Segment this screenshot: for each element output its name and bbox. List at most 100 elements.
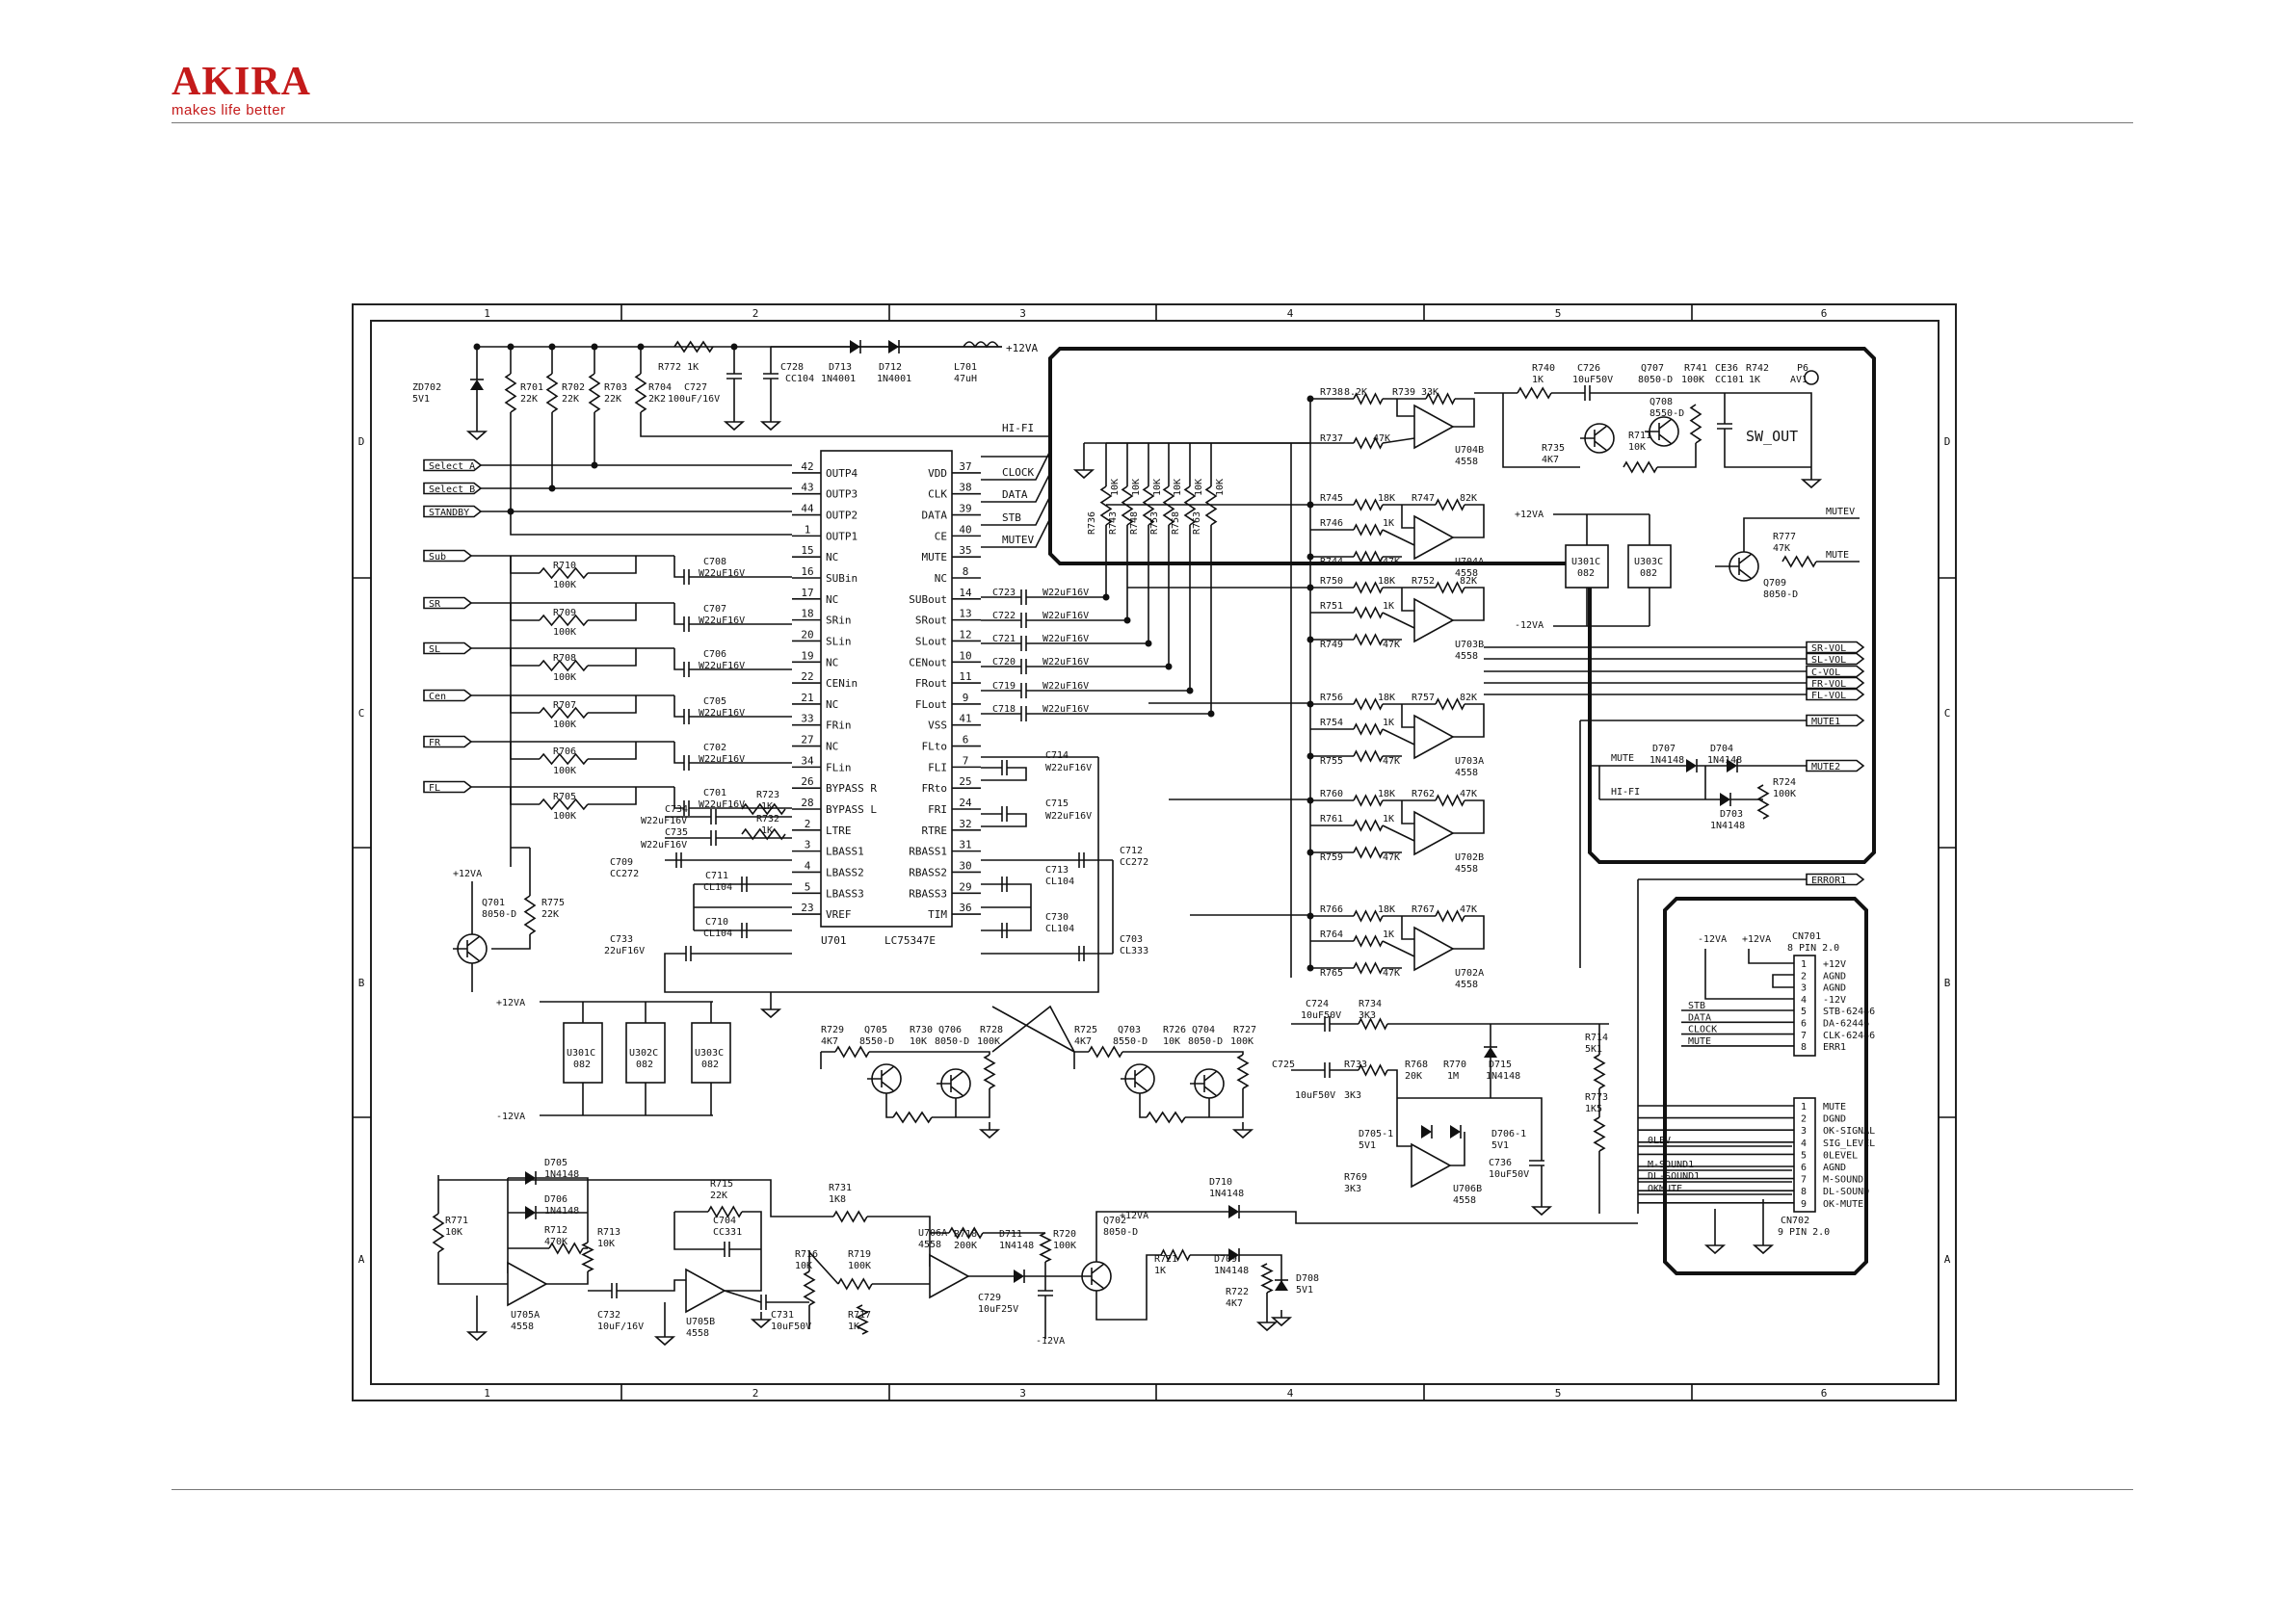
c735-val: W22uF16V bbox=[641, 840, 687, 851]
c727-val: 100uF/16V bbox=[668, 394, 720, 405]
opamp-ref: U702A bbox=[1455, 968, 1484, 979]
vertical-res-val: 10K bbox=[1131, 479, 1142, 496]
cn701-ref: CN701 bbox=[1792, 931, 1821, 942]
ic-pin-number: 23 bbox=[801, 902, 813, 914]
bottom-ref: R715 bbox=[710, 1179, 733, 1190]
res-val: 1K bbox=[1383, 718, 1394, 728]
c733-ref: C733 bbox=[610, 934, 633, 945]
resistor bbox=[1353, 550, 1384, 563]
input-res-val: 100K bbox=[553, 720, 576, 730]
r732-ref: R732 bbox=[756, 814, 779, 825]
resistor-r722 bbox=[1260, 1263, 1274, 1294]
ground-symbol bbox=[759, 1002, 782, 1019]
ic-pin-name: NC bbox=[826, 593, 838, 606]
trans-ref: Q703 bbox=[1118, 1025, 1141, 1035]
opamp-ref: U702B bbox=[1455, 852, 1484, 863]
ic-pin-number: 38 bbox=[959, 482, 971, 494]
ic-pin-name: SLin bbox=[826, 635, 852, 647]
resistor-r734 bbox=[1358, 1017, 1388, 1031]
input-cap-val: W22uF16V bbox=[699, 708, 745, 719]
ic-pin-number: 43 bbox=[801, 482, 813, 494]
trans-val: 10K bbox=[910, 1036, 927, 1047]
cn702-pin-number: 6 bbox=[1801, 1163, 1807, 1173]
bottom-ref: R722 bbox=[1226, 1287, 1249, 1297]
sw-val: 10K bbox=[1628, 442, 1646, 453]
audio-input-flag bbox=[423, 689, 473, 702]
cn702-desc: 9 PIN 2.0 bbox=[1778, 1227, 1830, 1238]
cap-c724 bbox=[1324, 1016, 1331, 1032]
d712-ref: D712 bbox=[879, 362, 902, 373]
top-res-val: 2K2 bbox=[648, 394, 666, 405]
top-res-ref: R701 bbox=[520, 382, 543, 393]
lvl-ref: R714 bbox=[1585, 1033, 1608, 1043]
signal-flag-text: FR bbox=[429, 738, 441, 748]
labels: ZD7025V1R70122KR70222KR70322KR7042K2C727… bbox=[412, 342, 1875, 1347]
d713-val: 1N4001 bbox=[821, 374, 856, 384]
bottom-val: 10K bbox=[445, 1227, 462, 1238]
control-net-label: DATA bbox=[1002, 488, 1028, 501]
ic-pin-name: VREF bbox=[826, 908, 852, 921]
cn701-pin-number: 3 bbox=[1801, 983, 1807, 994]
cn702-pin-number: 2 bbox=[1801, 1114, 1807, 1125]
cn702-pin-name: AGND bbox=[1823, 1163, 1846, 1173]
signal-flag-text: SL-VOL bbox=[1811, 655, 1846, 666]
wire bbox=[1310, 703, 1485, 757]
output-net-flag bbox=[1806, 759, 1865, 772]
net-label: HI-FI bbox=[1611, 787, 1640, 798]
ic-pin-number: 18 bbox=[801, 608, 813, 620]
ic-pin-number: 41 bbox=[959, 713, 971, 725]
ic-pin-number: 33 bbox=[801, 713, 813, 725]
res-ref: R767 bbox=[1412, 904, 1435, 915]
net-label: MUTE bbox=[1611, 753, 1634, 764]
res-ref: R760 bbox=[1320, 789, 1343, 799]
signal-flag-text: Select A bbox=[429, 461, 475, 472]
wire bbox=[981, 472, 1051, 503]
top-res-val: 22K bbox=[562, 394, 579, 405]
trans-val: 8050-D bbox=[1188, 1036, 1223, 1047]
bottom-val: 470K bbox=[544, 1237, 567, 1247]
input-capacitor bbox=[683, 800, 690, 816]
bottom-ref: D710 bbox=[1209, 1177, 1232, 1188]
res-ref: R756 bbox=[1320, 693, 1343, 703]
cn702-net-label: DL-SOUND1 bbox=[1648, 1171, 1700, 1182]
opamp-u704a bbox=[1413, 514, 1455, 561]
output-net-flag bbox=[1806, 641, 1865, 654]
mute-val: 1N4148 bbox=[1710, 821, 1745, 831]
d712-val: 1N4001 bbox=[877, 374, 911, 384]
bottom-val: 100K bbox=[848, 1261, 871, 1271]
ground-symbol bbox=[1072, 462, 1095, 480]
opamp-u703a bbox=[1413, 714, 1455, 760]
mute-val: 1N4148 bbox=[1707, 755, 1742, 766]
lvl-val: 1K5 bbox=[1585, 1104, 1602, 1114]
output-net-flag bbox=[1806, 665, 1865, 678]
input-res-val: 100K bbox=[553, 627, 576, 638]
lvl-ref: R768 bbox=[1405, 1060, 1428, 1070]
resistor bbox=[1435, 909, 1465, 923]
frame-column-label: 4 bbox=[1287, 307, 1294, 320]
trans-val: 4K7 bbox=[1074, 1036, 1092, 1047]
ic-pin-name: OUTP3 bbox=[826, 488, 858, 501]
sw-val: 100K bbox=[1681, 375, 1704, 385]
ic-pin-name: FLin bbox=[826, 761, 852, 773]
resistor bbox=[1435, 581, 1465, 594]
input-capacitor bbox=[683, 755, 690, 771]
bottom-ref: R717 bbox=[848, 1310, 871, 1321]
bottom-ref: R721 bbox=[1154, 1254, 1177, 1265]
input-cap-ref: C707 bbox=[703, 604, 726, 615]
res-val: 47K bbox=[1460, 789, 1477, 799]
frame-column-label: 3 bbox=[1019, 307, 1026, 320]
cn702-pin-name: SIG_LEVEL bbox=[1823, 1139, 1875, 1149]
ic-pin-number: 22 bbox=[801, 670, 813, 683]
supply-ic-val: 082 bbox=[636, 1060, 653, 1070]
res-ref: R761 bbox=[1320, 814, 1343, 825]
ic-pin-name: FRI bbox=[928, 803, 947, 816]
lvl-val: 1M bbox=[1447, 1071, 1459, 1082]
supply-ic-val: 082 bbox=[1640, 568, 1657, 579]
net-label: MUTE bbox=[1826, 550, 1849, 561]
res-ref: R751 bbox=[1320, 601, 1343, 612]
resistor-r715 bbox=[707, 1205, 743, 1218]
out-cap-val: W22uF16V bbox=[1042, 704, 1089, 715]
resistor bbox=[1435, 794, 1465, 807]
transistor-leads bbox=[1190, 1070, 1218, 1097]
bottom-val: 1K bbox=[848, 1322, 859, 1332]
